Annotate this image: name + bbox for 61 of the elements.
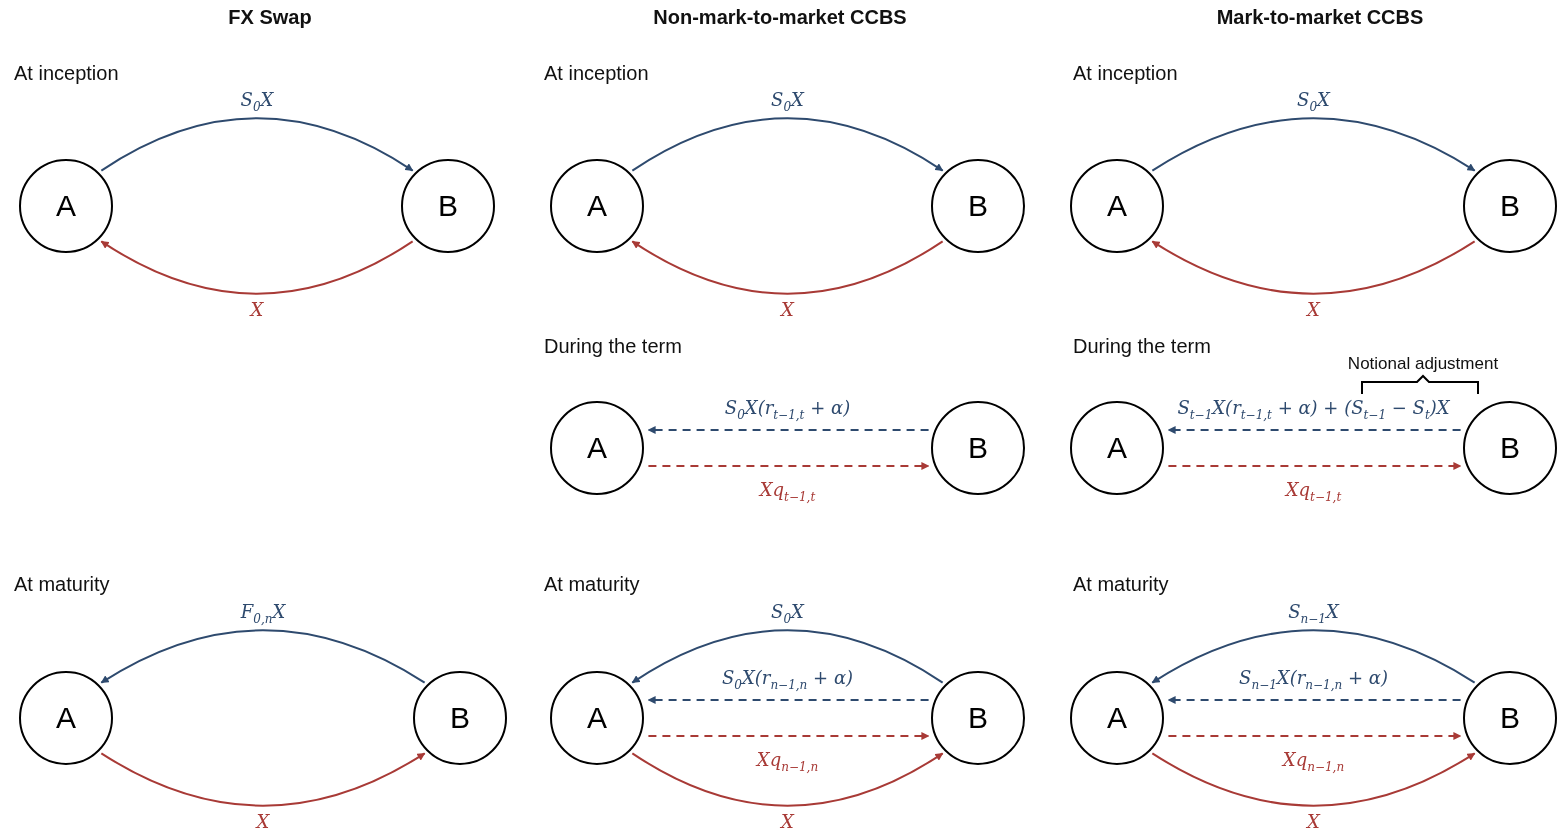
curved-arrow bbox=[631, 240, 944, 295]
curved-arrow bbox=[100, 240, 414, 295]
section-heading: During the term bbox=[544, 335, 682, 358]
party-circle: B bbox=[401, 159, 495, 253]
dashed-arrow bbox=[647, 696, 930, 704]
column-heading: Non-mark-to-market CCBS bbox=[653, 6, 907, 29]
edge-label: S$_{t−1}$X(r$_{t−1,t}$ + α) + (S$_{t−1}$ − S$_{t}$)X bbox=[1175, 398, 1452, 422]
curved-arrow bbox=[1151, 629, 1476, 684]
party-circle: B bbox=[1463, 159, 1557, 253]
edge-label: F$_{0,n}$X bbox=[238, 602, 288, 626]
curved-arrow bbox=[100, 629, 426, 684]
section-heading: At maturity bbox=[14, 573, 110, 596]
party-circle: A bbox=[19, 671, 113, 765]
party-circle: A bbox=[1070, 159, 1164, 253]
curved-arrow bbox=[1151, 117, 1476, 172]
dashed-arrow bbox=[647, 462, 930, 470]
column-heading: FX Swap bbox=[228, 6, 312, 29]
edge-label: S$_{0}$X bbox=[1295, 90, 1332, 114]
column-heading: Mark-to-market CCBS bbox=[1216, 6, 1424, 29]
edge-label: Xq$_{t−1,t}$ bbox=[757, 480, 818, 504]
dashed-arrow bbox=[647, 426, 930, 434]
party-circle: B bbox=[931, 671, 1025, 765]
edge-label: S$_{n−1}$X bbox=[1286, 602, 1341, 626]
party-circle: B bbox=[413, 671, 507, 765]
edge-label: Xq$_{n−1,n}$ bbox=[1280, 750, 1347, 774]
party-circle: A bbox=[19, 159, 113, 253]
edge-label: S$_{n−1}$X(r$_{n−1,n}$ + α) bbox=[1237, 668, 1390, 692]
section-heading: During the term bbox=[1073, 335, 1211, 358]
party-circle: A bbox=[1070, 401, 1164, 495]
annotation-text: Notional adjustment bbox=[1347, 354, 1499, 374]
edge-label: S$_{0}$X(r$_{t−1,t}$ + α) bbox=[722, 398, 853, 422]
party-circle: A bbox=[1070, 671, 1164, 765]
party-circle: A bbox=[550, 401, 644, 495]
curved-arrow bbox=[1151, 240, 1476, 295]
party-circle: B bbox=[1463, 401, 1557, 495]
party-circle: A bbox=[550, 671, 644, 765]
curved-arrow bbox=[100, 752, 426, 807]
dashed-arrow bbox=[1167, 696, 1462, 704]
edge-label: S$_{0}$X bbox=[769, 602, 806, 626]
party-circle: B bbox=[931, 159, 1025, 253]
edge-label: Xq$_{n−1,n}$ bbox=[754, 750, 821, 774]
section-heading: At inception bbox=[1073, 62, 1178, 85]
party-circle: A bbox=[550, 159, 644, 253]
edge-label: S$_{0}$X bbox=[238, 90, 276, 114]
section-heading: At maturity bbox=[544, 573, 640, 596]
section-heading: At maturity bbox=[1073, 573, 1169, 596]
party-circle: B bbox=[931, 401, 1025, 495]
section-heading: At inception bbox=[544, 62, 649, 85]
curved-arrow bbox=[100, 117, 414, 172]
section-heading: At inception bbox=[14, 62, 119, 85]
dashed-arrow bbox=[1167, 462, 1462, 470]
edge-label: Xq$_{t−1,t}$ bbox=[1283, 480, 1344, 504]
edge-label: S$_{0}$X bbox=[769, 90, 806, 114]
dashed-arrow bbox=[647, 732, 930, 740]
dashed-arrow bbox=[1167, 426, 1462, 434]
dashed-arrow bbox=[1167, 732, 1462, 740]
curved-arrow bbox=[631, 117, 944, 172]
curved-arrow bbox=[631, 629, 944, 684]
curved-arrow bbox=[1151, 752, 1476, 807]
party-circle: B bbox=[1463, 671, 1557, 765]
curved-arrow bbox=[631, 752, 944, 807]
